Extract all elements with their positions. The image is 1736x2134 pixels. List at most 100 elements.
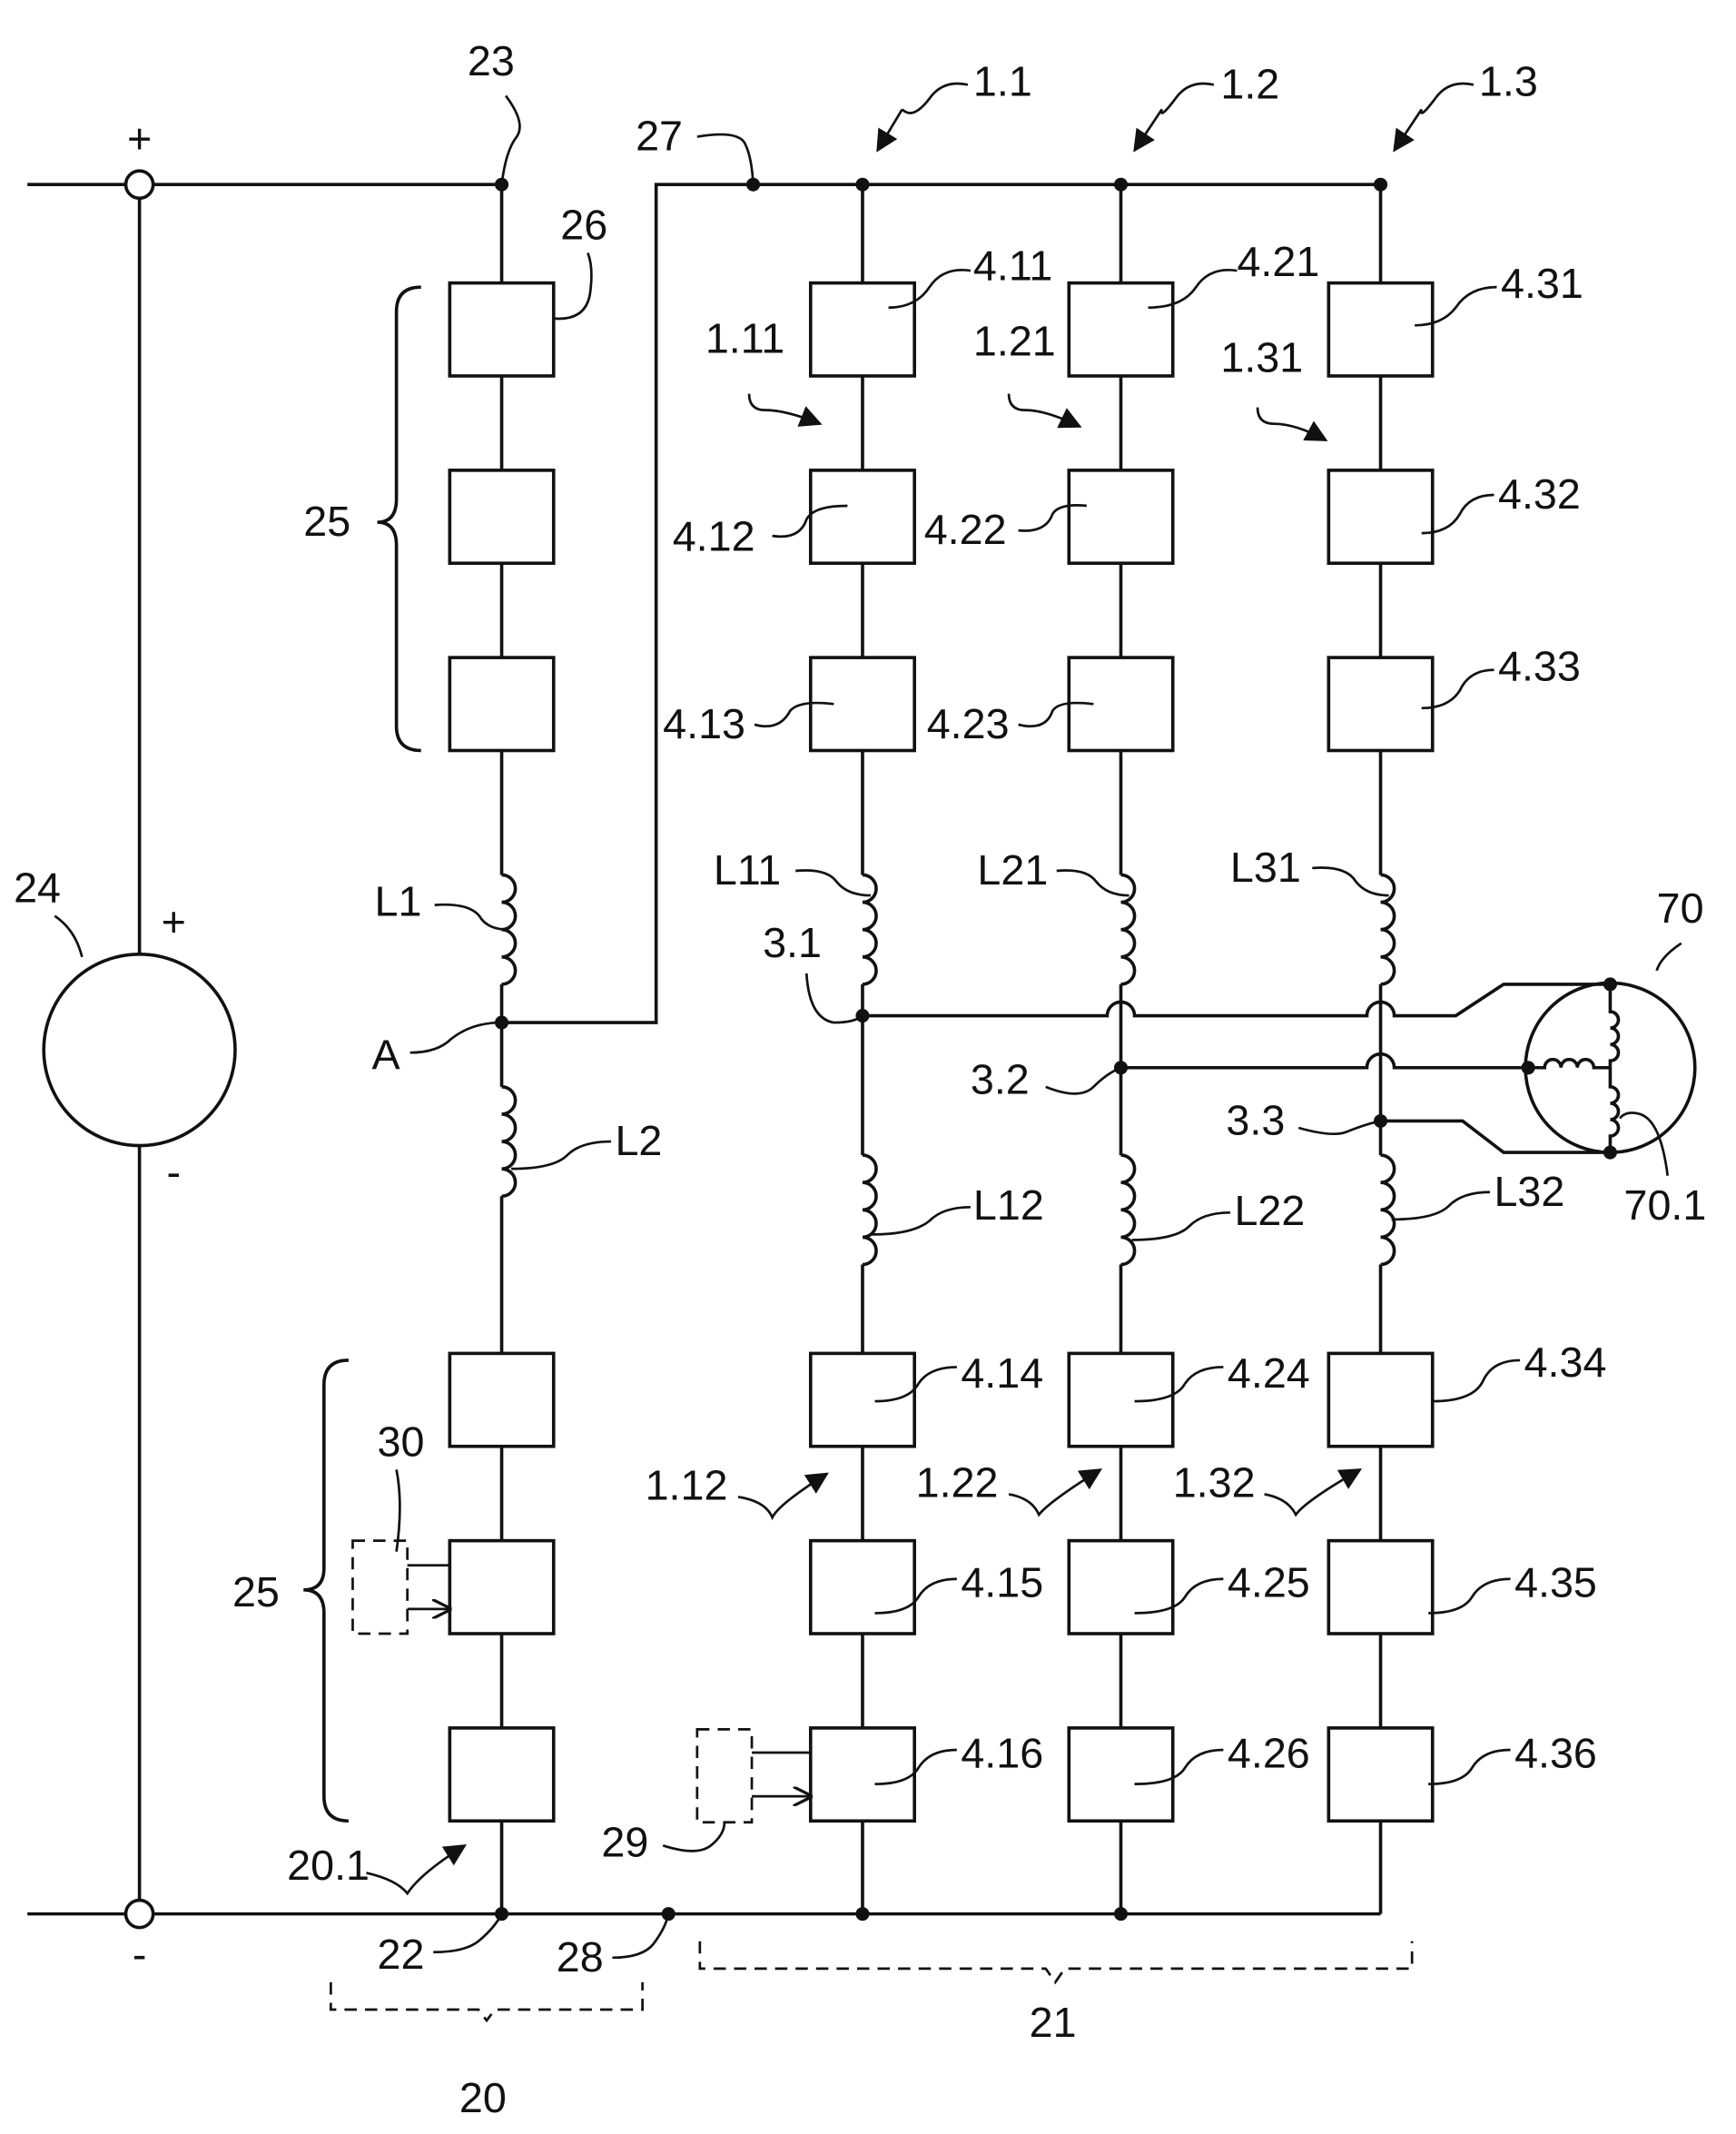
submodule-box-2-2 xyxy=(1067,469,1175,566)
label-4-23: 4.23 xyxy=(927,700,1010,747)
label-4-16: 4.16 xyxy=(961,1730,1043,1777)
label-L22: L22 xyxy=(1234,1187,1305,1234)
label-4-31: 4.31 xyxy=(1501,260,1583,307)
label-L31: L31 xyxy=(1230,844,1301,891)
inductor-L31 xyxy=(1380,873,1396,986)
label-20: 20 xyxy=(459,2074,507,2121)
phase-line-1 xyxy=(862,983,1611,1018)
label-4-21: 4.21 xyxy=(1237,238,1319,285)
motor-winding-top xyxy=(1608,983,1621,1068)
inductor-L32 xyxy=(1380,1153,1396,1267)
inductor-L12 xyxy=(862,1153,878,1267)
label-1-21: 1.21 xyxy=(973,317,1056,364)
label-4-25: 4.25 xyxy=(1228,1558,1310,1605)
label-plus-terminal: + xyxy=(127,115,152,163)
label-1-3: 1.3 xyxy=(1479,57,1538,104)
label-L2: L2 xyxy=(615,1117,662,1164)
label-3-3: 3.3 xyxy=(1226,1097,1285,1144)
inductor-L22 xyxy=(1120,1153,1137,1267)
label-1-1: 1.1 xyxy=(973,57,1032,104)
inductor-L21 xyxy=(1120,873,1137,986)
junction-node xyxy=(1113,177,1129,192)
label-4-13: 4.13 xyxy=(663,700,745,747)
positive-terminal xyxy=(123,169,155,201)
label-4-36: 4.36 xyxy=(1514,1730,1597,1777)
junction-node xyxy=(1603,977,1617,992)
dc-source xyxy=(42,952,237,1148)
submodule-box-1-4 xyxy=(808,1351,916,1448)
label-29: 29 xyxy=(601,1818,648,1865)
label-source-minus: - xyxy=(166,1149,181,1196)
submodule-box-3-4 xyxy=(1327,1351,1435,1448)
submodule-box-3-1 xyxy=(1327,281,1435,378)
submodule-box-1-6 xyxy=(808,1726,916,1823)
submodule-box-20-1 xyxy=(448,281,556,378)
label-27: 27 xyxy=(636,113,683,160)
label-23: 23 xyxy=(468,37,515,84)
label-L11: L11 xyxy=(714,846,781,894)
label-4-14: 4.14 xyxy=(961,1349,1043,1397)
label-1-31: 1.31 xyxy=(1220,333,1303,380)
label-4-22: 4.22 xyxy=(924,506,1007,553)
submodule-box-1-2 xyxy=(808,469,916,566)
submodule-box-20-6 xyxy=(448,1726,556,1823)
label-21: 21 xyxy=(1030,1999,1077,2046)
label-1-22: 1.22 xyxy=(916,1458,999,1506)
submodule-box-20-5 xyxy=(448,1538,556,1635)
label-4-35: 4.35 xyxy=(1514,1558,1597,1605)
brace-25-upper xyxy=(377,285,421,753)
label-25-lower: 25 xyxy=(232,1568,280,1615)
label-4-12: 4.12 xyxy=(673,513,755,560)
label-20-1: 20.1 xyxy=(287,1842,370,1889)
submodule-box-2-5 xyxy=(1067,1538,1175,1635)
submodule-box-3-5 xyxy=(1327,1538,1435,1635)
phase-line-2 xyxy=(1120,1052,1529,1070)
control-arrows-29 xyxy=(752,1751,811,1796)
junction-node xyxy=(1521,1061,1535,1075)
label-minus-terminal: - xyxy=(133,1931,147,1978)
control-unit-30 xyxy=(351,1539,409,1635)
negative-terminal xyxy=(123,1898,155,1930)
label-26: 26 xyxy=(560,201,607,248)
label-4-33: 4.33 xyxy=(1498,643,1581,690)
submodule-box-20-3 xyxy=(448,656,556,753)
label-L12: L12 xyxy=(973,1181,1044,1229)
label-3-1: 3.1 xyxy=(763,919,822,966)
link-wire-27 xyxy=(501,183,1381,1024)
label-28: 28 xyxy=(557,1933,604,1981)
inductor-L11 xyxy=(862,873,878,986)
label-70: 70 xyxy=(1657,884,1704,932)
labels: + - + - 23 26 25 27 1.1 1.2 1.3 4.11 4.2… xyxy=(14,37,1706,2121)
submodule-box-2-6 xyxy=(1067,1726,1175,1823)
submodule-box-20-4 xyxy=(448,1351,556,1448)
submodule-box-3-3 xyxy=(1327,656,1435,753)
submodule-box-3-6 xyxy=(1327,1726,1435,1823)
bracket-20 xyxy=(330,1981,644,2023)
submodule-box-20-2 xyxy=(448,469,556,566)
submodule-box-3-2 xyxy=(1327,469,1435,566)
label-70-1: 70.1 xyxy=(1624,1181,1707,1229)
junction-node xyxy=(1374,177,1388,192)
control-arrows-30 xyxy=(407,1564,450,1609)
label-1-2: 1.2 xyxy=(1220,60,1279,107)
junction-node xyxy=(855,1907,870,1922)
brace-25-lower xyxy=(303,1358,349,1823)
label-4-34: 4.34 xyxy=(1524,1339,1607,1386)
leader-lines xyxy=(54,82,1682,1960)
inductor-L2 xyxy=(501,1085,518,1199)
motor-winding-bottom xyxy=(1608,1067,1621,1153)
label-1-32: 1.32 xyxy=(1173,1458,1256,1506)
junction-node xyxy=(1603,1145,1617,1160)
label-1-11: 1.11 xyxy=(705,314,784,361)
label-A: A xyxy=(372,1031,401,1078)
junction-node xyxy=(1113,1907,1129,1922)
bracket-21 xyxy=(698,1941,1414,1985)
label-1-12: 1.12 xyxy=(646,1461,728,1508)
junction-node xyxy=(855,177,870,192)
submodule-box-1-1 xyxy=(808,281,916,378)
submodule-box-2-1 xyxy=(1067,281,1175,378)
label-24: 24 xyxy=(14,864,61,912)
label-L21: L21 xyxy=(977,846,1048,894)
submodule-box-1-5 xyxy=(808,1538,916,1635)
